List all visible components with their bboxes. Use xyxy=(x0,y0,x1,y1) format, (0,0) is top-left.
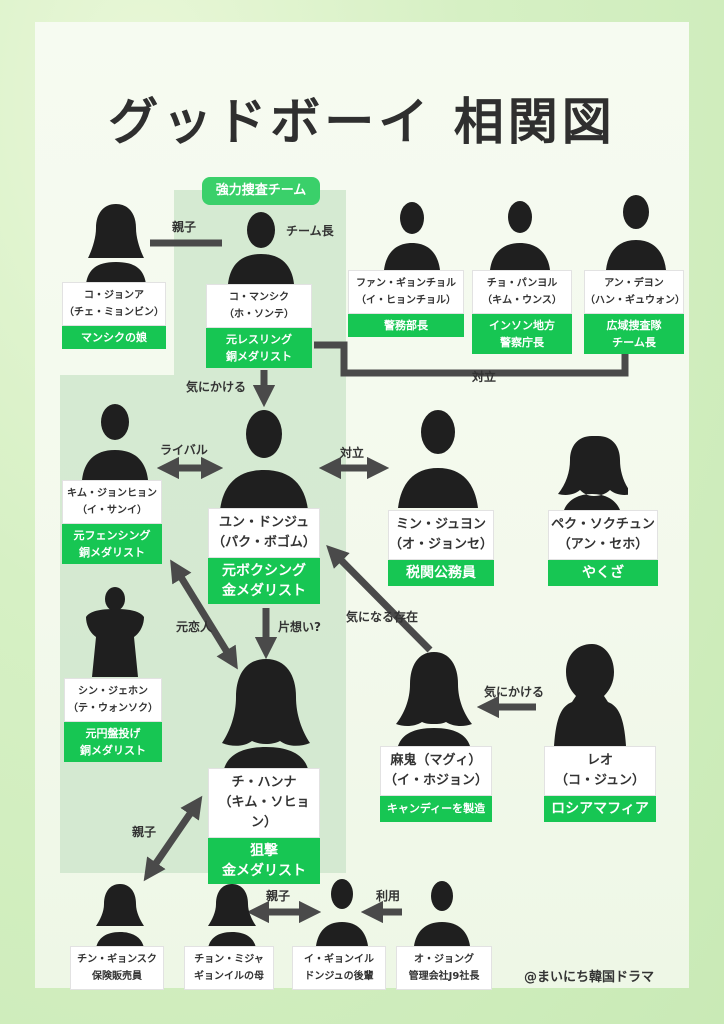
label-parent-1: 親子 xyxy=(172,220,197,234)
person-card-jeongmija: チョン・ミジャギョンイルの母 xyxy=(184,946,274,990)
label-team-leader: チーム長 xyxy=(286,224,334,238)
silhouette-icon xyxy=(398,410,478,508)
person-role: インソン地方警察庁長 xyxy=(472,314,572,354)
person-card-leo: レオ（コ・ジュン） ロシアマフィア xyxy=(544,746,656,822)
silhouette-icon xyxy=(606,195,666,270)
silhouette-icon xyxy=(490,201,550,270)
page-title: グッドボーイ 相関図 xyxy=(108,93,616,151)
arrow-curious xyxy=(326,545,433,653)
person-card-jongoa: コ・ジョンア（チェ・ミョンビン） マンシクの娘 xyxy=(62,282,166,349)
person-role: キャンディーを製造 xyxy=(380,796,492,822)
silhouette-icon xyxy=(86,587,144,677)
label-oppose-2: 対立 xyxy=(340,446,365,460)
silhouette-icon xyxy=(414,881,470,946)
label-curious: 気になる存在 xyxy=(346,610,419,624)
silhouette-icon xyxy=(96,884,144,948)
person-name: ファン・ギョンチョル（イ・ヒョンチョル） xyxy=(348,270,464,314)
person-card-baek: ペク・ソクチュン（アン・セホ） やくざ xyxy=(548,510,658,586)
silhouette-icon xyxy=(208,884,256,948)
silhouette-icon xyxy=(554,644,626,746)
silhouette-icon xyxy=(316,879,368,946)
person-name: オ・ジョング管理会社J9社長 xyxy=(396,946,492,990)
credit-text: @まいにち韓国ドラマ xyxy=(524,970,655,985)
person-name: キム・ジョンヒョン（イ・サンイ） xyxy=(62,480,162,524)
label-care-2: 気にかける xyxy=(484,685,545,699)
person-name: コ・マンシク（ホ・ソンテ） xyxy=(206,284,312,328)
label-use: 利用 xyxy=(376,889,401,903)
silhouette-icon xyxy=(82,404,148,480)
silhouette-icon xyxy=(384,202,440,270)
arrow-ex-lover xyxy=(170,559,238,670)
person-name: チョン・ミジャギョンイルの母 xyxy=(184,946,274,990)
person-role: やくざ xyxy=(548,560,658,586)
person-card-cho: チョ・パンヨル（キム・ウンス） インソン地方警察庁長 xyxy=(472,270,572,354)
person-card-jingyeong: チン・ギョンスク保険販売員 xyxy=(70,946,164,990)
person-card-dongju: ユン・ドンジュ（パク・ボゴム） 元ボクシング金メダリスト xyxy=(208,508,320,604)
team-label: 強力捜査チーム xyxy=(202,177,320,205)
silhouette-icon xyxy=(86,204,146,284)
silhouette-icon xyxy=(222,659,310,769)
label-crush: 片想い? xyxy=(278,620,321,634)
person-role: 元円盤投げ銅メダリスト xyxy=(64,722,162,762)
person-name: ミン・ジュヨン（オ・ジョンセ） xyxy=(388,510,494,560)
person-name: シン・ジェホン（テ・ウォンソク） xyxy=(64,678,162,722)
person-card-shin: シン・ジェホン（テ・ウォンソク） 元円盤投げ銅メダリスト xyxy=(64,678,162,762)
person-name: アン・デヨン（ハン・ギュウォン） xyxy=(584,270,685,314)
person-card-gyeongil: イ・ギョンイルドンジュの後輩 xyxy=(292,946,386,990)
person-role: 税関公務員 xyxy=(388,560,494,586)
label-ex-lover: 元恋人 xyxy=(176,620,213,634)
label-oppose-1: 対立 xyxy=(472,370,497,384)
person-card-mansik: コ・マンシク（ホ・ソンテ） 元レスリング銅メダリスト xyxy=(206,284,312,368)
person-name: イ・ギョンイルドンジュの後輩 xyxy=(292,946,386,990)
person-name: ユン・ドンジュ（パク・ボゴム） xyxy=(208,508,320,558)
person-role: 元フェンシング銅メダリスト xyxy=(62,524,162,564)
person-role: 警務部長 xyxy=(348,314,464,337)
silhouette-icon xyxy=(220,410,308,510)
arrow-parent-hanna xyxy=(143,795,203,882)
person-card-ojong: オ・ジョング管理会社J9社長 xyxy=(396,946,492,990)
line-oppose-mansik-bosses xyxy=(314,341,629,377)
label-parent-2: 親子 xyxy=(132,825,157,839)
person-card-hwang: ファン・ギョンチョル（イ・ヒョンチョル） 警務部長 xyxy=(348,270,464,337)
silhouette-icon xyxy=(396,652,472,746)
person-name: チ・ハンナ（キム・ソヒョン） xyxy=(208,768,320,838)
label-care-1: 気にかける xyxy=(186,380,247,394)
person-card-jonghyun: キム・ジョンヒョン（イ・サンイ） 元フェンシング銅メダリスト xyxy=(62,480,162,564)
person-role: 元ボクシング金メダリスト xyxy=(208,558,320,604)
person-role: 元レスリング銅メダリスト xyxy=(206,328,312,368)
person-card-magui: 麻鬼（マグィ）（イ・ホジョン） キャンディーを製造 xyxy=(380,746,492,822)
silhouette-icon xyxy=(558,436,628,510)
label-parent-3: 親子 xyxy=(266,889,291,903)
person-card-hanna: チ・ハンナ（キム・ソヒョン） 狙撃金メダリスト xyxy=(208,768,320,884)
person-card-an: アン・デヨン（ハン・ギュウォン） 広域捜査隊チーム長 xyxy=(584,270,685,354)
person-name: ペク・ソクチュン（アン・セホ） xyxy=(548,510,658,560)
person-role: 広域捜査隊チーム長 xyxy=(584,314,684,354)
person-name: チョ・パンヨル（キム・ウンス） xyxy=(472,270,572,314)
person-name: 麻鬼（マグィ）（イ・ホジョン） xyxy=(380,746,492,796)
person-name: チン・ギョンスク保険販売員 xyxy=(70,946,164,990)
label-rival: ライバル xyxy=(160,443,208,457)
person-role: 狙撃金メダリスト xyxy=(208,838,320,884)
person-role: ロシアマフィア xyxy=(544,796,656,822)
person-name: レオ（コ・ジュン） xyxy=(544,746,656,796)
person-card-min: ミン・ジュヨン（オ・ジョンセ） 税関公務員 xyxy=(388,510,494,586)
person-role: マンシクの娘 xyxy=(62,326,166,349)
silhouette-icon xyxy=(228,212,294,284)
person-name: コ・ジョンア（チェ・ミョンビン） xyxy=(62,282,166,326)
